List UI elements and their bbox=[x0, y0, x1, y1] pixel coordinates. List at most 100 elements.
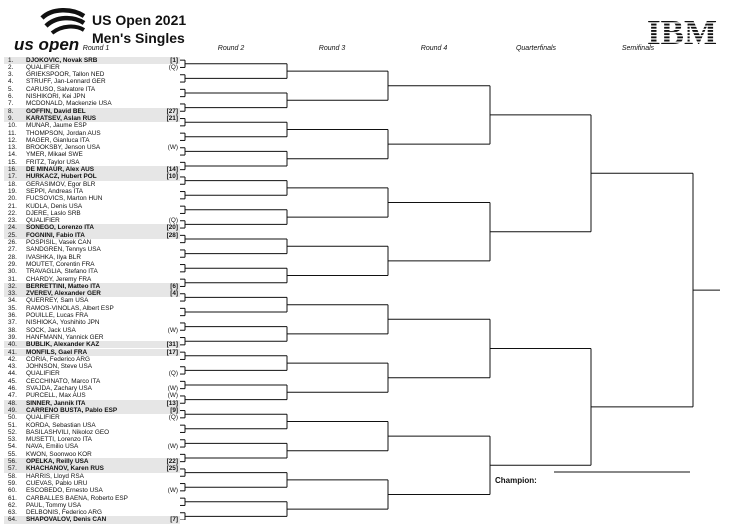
player-name: QUALIFIER bbox=[26, 414, 60, 422]
draw-row: 57.KHACHANOV, Karen RUS[25] bbox=[4, 465, 180, 473]
draw-position: 50. bbox=[8, 414, 17, 422]
draw-row: 53. MUSETTI, Lorenzo ITA bbox=[4, 436, 180, 443]
draw-row: 60.ESCOBEDO, Ernesto USA(W) bbox=[4, 487, 180, 494]
player-seed: [13] bbox=[166, 399, 178, 407]
draw-position: 47. bbox=[8, 392, 17, 400]
draw-row: 41.MONFILS, Gael FRA[17] bbox=[4, 348, 180, 356]
draw-position: 24. bbox=[8, 224, 17, 232]
draw-position: 36. bbox=[8, 312, 17, 319]
draw-row: 6. NISHIKORI, Kei JPN bbox=[4, 93, 180, 100]
draw-position: 19. bbox=[8, 187, 17, 195]
player-seed: [28] bbox=[166, 231, 178, 239]
draw-position: 13. bbox=[8, 144, 17, 152]
draw-position: 27. bbox=[8, 246, 17, 254]
player-name: FRITZ, Taylor USA bbox=[26, 158, 80, 166]
draw-row: 38.SOCK, Jack USA(W) bbox=[4, 327, 180, 334]
player-seed: [4] bbox=[170, 290, 178, 298]
draw-position: 43. bbox=[8, 363, 17, 371]
draw-row: 52.BASILASHVILI, Nikoloz GEO bbox=[4, 429, 180, 436]
player-seed: [31] bbox=[166, 341, 178, 349]
draw-row: 40.BUBLIK, Alexander KAZ[31] bbox=[4, 341, 180, 349]
player-name: JOHNSON, Steve USA bbox=[26, 363, 93, 371]
player-name: GOFFIN, David BEL bbox=[26, 107, 86, 115]
draw-position: 15. bbox=[8, 158, 17, 166]
draw-position: 44. bbox=[8, 370, 17, 378]
draw-row: 46.SVAJDA, Zachary USA(W) bbox=[4, 385, 180, 392]
draw-row: 32.BERRETTINI, Matteo ITA[6] bbox=[4, 282, 180, 291]
draw-row: 31. CHARDY, Jeremy FRA bbox=[4, 276, 180, 283]
player-name: ZVEREV, Alexander GER bbox=[26, 290, 101, 298]
player-name: YMER, Mikael SWE bbox=[26, 151, 83, 159]
draw-row: 50. QUALIFIER (Q) bbox=[4, 414, 180, 421]
draw-position: 61. bbox=[8, 494, 17, 502]
tennis-ball-icon bbox=[40, 8, 86, 35]
player-name: MUSETTI, Lorenzo ITA bbox=[26, 436, 92, 444]
draw-position: 60. bbox=[8, 487, 17, 495]
player-name: CHARDY, Jeremy FRA bbox=[26, 275, 92, 283]
draw-row: 13. BROOKSBY, Jenson USA (W) bbox=[4, 144, 180, 151]
draw-row: 1.DJOKOVIC, Novak SRB[1] bbox=[4, 56, 180, 64]
round-header-4: Round 4 bbox=[420, 45, 448, 52]
player-name: IVASHKA, Ilya BLR bbox=[26, 253, 81, 261]
draw-row: 39.HANFMANN, Yannick GER bbox=[4, 334, 180, 341]
player-name: DJOKOVIC, Novak SRB bbox=[26, 56, 98, 64]
draw-row: 9.KARATSEV, Aslan RUS[21] bbox=[4, 114, 180, 123]
draw-row: 24.SONEGO, Lorenzo ITA[20] bbox=[4, 224, 180, 232]
draw-row: 34.QUERREY, Sam USA bbox=[4, 297, 180, 304]
player-name: PURCELL, Max AUS bbox=[26, 392, 86, 400]
player-name: KUDLA, Denis USA bbox=[26, 202, 83, 210]
player-seed: (Q) bbox=[168, 217, 178, 225]
draw-row: 16.DE MINAUR, Alex AUS[14] bbox=[4, 166, 180, 174]
draw-position: 41. bbox=[8, 348, 17, 356]
draw-row: 21. KUDLA, Denis USA bbox=[4, 203, 180, 210]
draw-row: 44.QUALIFIER(Q) bbox=[4, 370, 180, 377]
player-name: DJERE, Laslo SRB bbox=[26, 209, 81, 217]
player-seed: (W) bbox=[167, 487, 178, 495]
draw-row: 43. JOHNSON, Steve USA bbox=[4, 363, 180, 370]
draw-row: 17.HURKACZ, Hubert POL[10] bbox=[4, 173, 180, 181]
player-seed: (W) bbox=[167, 392, 178, 400]
player-name: QUALIFIER bbox=[26, 370, 60, 378]
player-name: CARBALLES BAENA, Roberto ESP bbox=[26, 494, 128, 502]
draw-row: 7.MCDONALD, Mackenzie USA bbox=[4, 100, 180, 107]
player-name: BROOKSBY, Jenson USA bbox=[26, 144, 101, 152]
player-name: NISHIOKA, Yoshihito JPN bbox=[26, 319, 100, 327]
player-seed: (W) bbox=[167, 144, 178, 152]
player-name: SOCK, Jack USA bbox=[26, 326, 76, 334]
player-seed: (Q) bbox=[168, 414, 178, 422]
draw-row: 20.FUCSOVICS, Marton HUN bbox=[4, 195, 180, 202]
draw-position: 18. bbox=[8, 180, 17, 188]
draw-position: 42. bbox=[8, 355, 17, 363]
draw-position: 6. bbox=[8, 93, 14, 100]
player-name: KARATSEV, Aslan RUS bbox=[26, 114, 97, 122]
player-seed: (W) bbox=[167, 385, 178, 392]
draw-row: 55.KWON, Soonwoo KOR bbox=[4, 451, 180, 458]
draw-position: 31. bbox=[8, 275, 17, 283]
draw-row: 51.KORDA, Sebastian USA bbox=[4, 422, 180, 429]
round-header-semifinals: Semifinals bbox=[621, 45, 655, 52]
draw-row: 47. PURCELL, Max AUS (W) bbox=[4, 392, 180, 399]
player-name: KWON, Soonwoo KOR bbox=[26, 450, 92, 458]
draw-row: 15. FRITZ, Taylor USA bbox=[4, 159, 180, 166]
draw-position: 53. bbox=[8, 436, 17, 444]
draw-position: 48. bbox=[8, 399, 17, 407]
player-name: POSPISIL, Vasek CAN bbox=[26, 239, 92, 246]
ibm-logo: IBM bbox=[647, 14, 717, 46]
draw-row: 18.GERASIMOV, Egor BLR bbox=[4, 181, 180, 188]
player-name: NAVA, Emilio USA bbox=[26, 443, 79, 451]
draw-row: 12.MAGER, Gianluca ITA bbox=[4, 137, 180, 144]
draw-position: 2. bbox=[8, 63, 14, 71]
player-name: NISHIKORI, Kei JPN bbox=[26, 93, 86, 100]
draw-position: 21. bbox=[8, 202, 17, 210]
round-header-3: Round 3 bbox=[318, 45, 346, 52]
player-name: SVAJDA, Zachary USA bbox=[26, 385, 92, 392]
draw-row: 61. CARBALLES BAENA, Roberto ESP bbox=[4, 495, 180, 502]
draw-position: 32. bbox=[8, 282, 17, 290]
draw-row: 22.DJERE, Laslo SRB bbox=[4, 210, 180, 217]
draw-position: 58. bbox=[8, 472, 17, 480]
draw-position: 26. bbox=[8, 239, 17, 246]
player-seed: (W) bbox=[167, 443, 178, 451]
player-seed: (W) bbox=[167, 326, 178, 334]
player-name: GRIEKSPOOR, Tallon NED bbox=[26, 71, 105, 79]
